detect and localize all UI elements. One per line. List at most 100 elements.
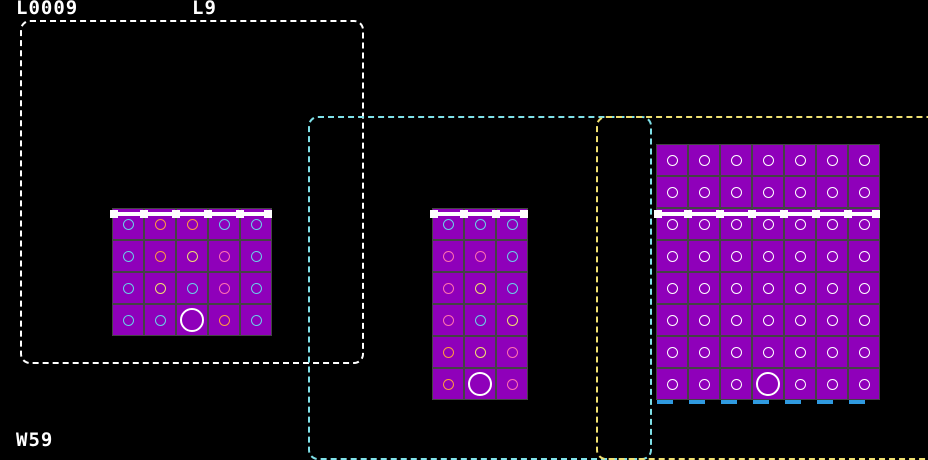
wire-node [492,210,500,218]
orb-icon [442,314,454,326]
orb-icon [826,250,838,262]
orb-icon [794,218,806,230]
orb-icon [858,154,870,166]
player-orb-icon [468,372,492,396]
orb-icon [826,314,838,326]
orb-icon [474,346,486,358]
orb-icon [122,218,134,230]
orb-icon [506,282,518,294]
orb-icon [506,250,518,262]
middle-board[interactable] [430,208,528,400]
orb-icon [442,378,454,390]
wire-node [172,210,180,218]
orb-icon [250,282,262,294]
wire-node [684,210,692,218]
orb-icon [730,282,742,294]
wire-node [780,210,788,218]
wire-line [112,212,272,216]
orb-icon [762,250,774,262]
orb-icon [794,154,806,166]
orb-icon [730,250,742,262]
orb-icon [474,218,486,230]
orb-icon [858,282,870,294]
orb-icon [186,282,198,294]
orb-icon [250,250,262,262]
orb-icon [442,250,454,262]
floor-marker [689,400,705,404]
orb-icon [826,378,838,390]
orb-icon [730,154,742,166]
orb-icon [666,282,678,294]
orb-icon [250,314,262,326]
orb-icon [666,154,678,166]
wire-node [204,210,212,218]
orb-icon [794,378,806,390]
floor-marker [849,400,865,404]
wire-node [430,210,438,218]
floor-marker [753,400,769,404]
wire-node [264,210,272,218]
wire-node [812,210,820,218]
orb-icon [762,154,774,166]
wire-line [656,212,880,216]
orb-icon [442,282,454,294]
orb-icon [250,218,262,230]
orb-icon [730,218,742,230]
orb-icon [698,250,710,262]
orb-icon [122,314,134,326]
orb-icon [698,314,710,326]
orb-icon [186,250,198,262]
orb-icon [826,218,838,230]
orb-icon [218,314,230,326]
floor-marker [721,400,737,404]
orb-icon [858,250,870,262]
player-orb-icon [756,372,780,396]
left-board[interactable] [110,208,272,336]
wave-label: W59 [16,429,54,451]
level-code-label: L0009 [16,0,79,19]
orb-icon [826,346,838,358]
orb-icon [474,314,486,326]
orb-icon [826,154,838,166]
orb-icon [218,282,230,294]
white-zone-frame [20,20,364,364]
orb-icon [794,250,806,262]
level-short-label: L9 [192,0,217,19]
floor-marker [817,400,833,404]
orb-icon [858,314,870,326]
orb-icon [442,346,454,358]
orb-icon [762,314,774,326]
orb-icon [858,218,870,230]
orb-icon [666,186,678,198]
right-board[interactable] [654,144,880,400]
orb-icon [506,314,518,326]
wire-node [140,210,148,218]
orb-icon [698,282,710,294]
orb-icon [762,218,774,230]
orb-icon [762,346,774,358]
orb-icon [122,282,134,294]
wire-line [432,212,528,216]
orb-icon [826,282,838,294]
orb-icon [666,346,678,358]
orb-icon [826,186,838,198]
orb-icon [154,250,166,262]
wire-node [110,210,118,218]
wire-node [654,210,662,218]
orb-icon [122,250,134,262]
player-orb-icon [180,308,204,332]
orb-icon [730,314,742,326]
orb-icon [794,346,806,358]
orb-icon [186,218,198,230]
wire-node [520,210,528,218]
orb-icon [218,218,230,230]
orb-icon [858,378,870,390]
orb-icon [506,218,518,230]
orb-icon [762,282,774,294]
orb-icon [698,346,710,358]
orb-icon [794,282,806,294]
orb-icon [730,346,742,358]
orb-icon [474,250,486,262]
orb-icon [698,218,710,230]
orb-icon [154,314,166,326]
